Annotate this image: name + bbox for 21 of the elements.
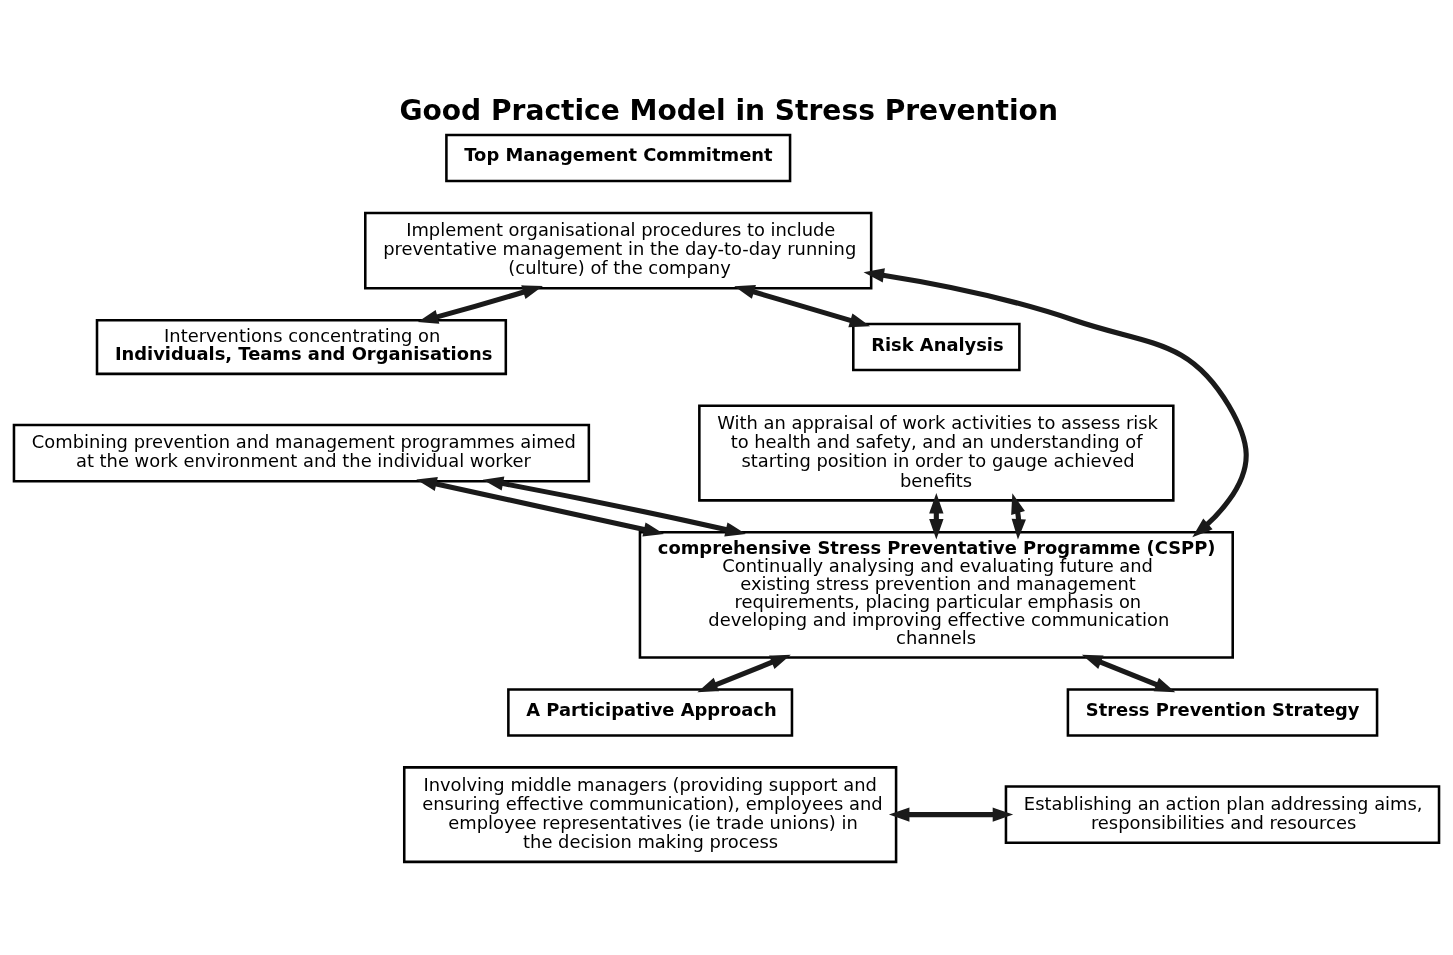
arrow [863, 267, 1249, 537]
node-box: Stress Prevention Strategy [1066, 687, 1379, 737]
arrow [417, 284, 543, 324]
node-box: Top Management Commitment [445, 133, 792, 182]
arrow [929, 492, 944, 540]
arrow [697, 654, 791, 692]
arrow [734, 284, 871, 327]
arrow [416, 476, 664, 536]
arrow [1081, 654, 1176, 692]
node-box: Interventions concentrating on Individuals, Teams and Organisations [95, 318, 508, 375]
node-box: Implement organisational procedures to include preventative management in the day-to-day running (culture) of the company [364, 211, 873, 290]
node-box: comprehensive Stress Preventative Programme (CSPP) Continually analysing and evaluating future and existing stress prevention and management requirements, placing particular emphasis on developing and improving effective communication channels [638, 530, 1234, 659]
arrow [888, 806, 1014, 822]
node-box: Risk Analysis [852, 322, 1021, 371]
node-box: With an appraisal of work activities to assess risk to health and safety, and an understanding of starting position in order to gauge achieved benefits [698, 404, 1175, 502]
arrow [482, 476, 746, 536]
node-box: Combining prevention and management programmes aimed at the work environment and the individual worker [12, 423, 591, 482]
diagram-title: Good Practice Model in Stress Prevention [399, 93, 1058, 127]
node-box: A Participative Approach [507, 687, 794, 737]
node-box: Involving middle managers (providing support and ensuring effective communication), employees and employee representatives (ie trade unions) in the decision making process [402, 765, 898, 863]
node-box: Establishing an action plan addressing aims, responsibilities and resources [1004, 784, 1441, 844]
